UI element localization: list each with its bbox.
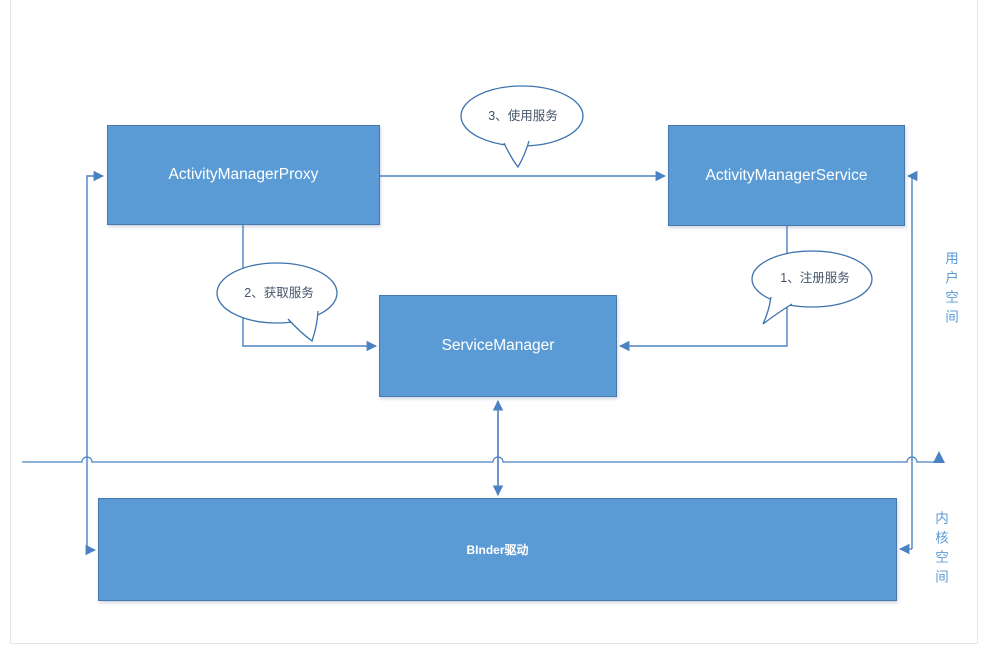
- connector-binder-to-service: [906, 170, 918, 549]
- connector-proxy-to-servicemanager: [242, 225, 378, 352]
- divider-arrowhead: [933, 451, 945, 463]
- node-service-manager-label: ServiceManager: [441, 337, 555, 354]
- node-activity-manager-proxy: ActivityManagerProxy: [107, 125, 380, 225]
- node-activity-manager-service-label: ActivityManagerService: [705, 166, 868, 184]
- callout-register-service-tail: [762, 296, 793, 325]
- node-activity-manager-service: ActivityManagerService: [668, 125, 905, 226]
- callout-register-service-bubble: [751, 250, 873, 308]
- callout-get-service-tail: [287, 310, 319, 343]
- node-service-manager: ServiceManager: [379, 295, 617, 397]
- node-binder-driver-label: BInder驱动: [466, 543, 529, 557]
- callout-use-service-text: 3、使用服务: [488, 109, 558, 123]
- node-activity-manager-proxy-label: ActivityManagerProxy: [168, 166, 319, 183]
- page-frame: [10, 0, 978, 644]
- callout-use-service-tail: [503, 140, 530, 169]
- callout-register-service-text: 1、注册服务: [780, 271, 850, 285]
- callout-get-service-bubble: [216, 262, 338, 324]
- region-label-user-space: 用户空间: [943, 251, 958, 329]
- callout-get-service-text: 2、获取服务: [244, 286, 314, 300]
- region-label-kernel-space: 内核空间: [933, 511, 948, 589]
- connector-binder-to-proxy: [86, 170, 105, 550]
- node-binder-driver: BInder驱动: [98, 498, 897, 601]
- divider-user-kernel: [22, 456, 934, 463]
